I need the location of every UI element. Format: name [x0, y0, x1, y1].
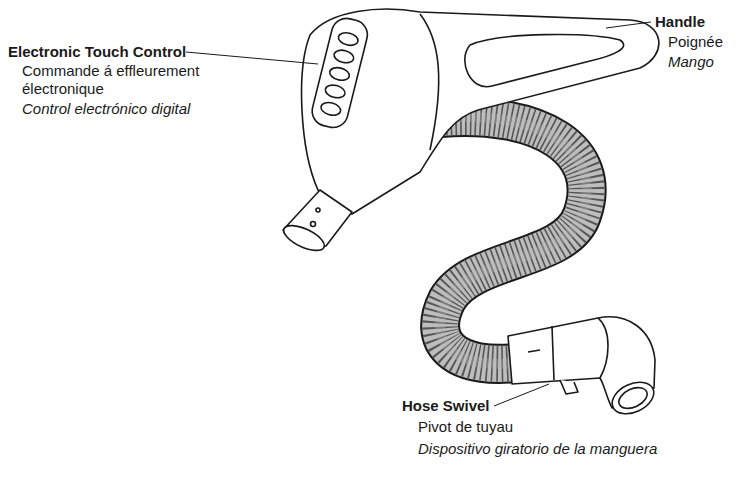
part-label: Electronic Touch Control [8, 43, 186, 61]
part-label: Poignée [668, 33, 723, 51]
part-label: Mango [668, 53, 714, 71]
part-label: Handle [655, 13, 705, 31]
hose-swivel [508, 317, 659, 420]
part-label: Commande á effleurement électronique [22, 62, 237, 98]
leader-line [494, 384, 549, 406]
part-label: Control electrónico digital [22, 100, 190, 118]
leader-line [606, 22, 651, 28]
leader-line [186, 52, 318, 64]
part-label: Pivot de tuyau [418, 418, 513, 436]
part-label: Dispositivo giratorio de la manguera [418, 440, 657, 458]
leader-lines [186, 22, 651, 406]
handle [280, 9, 659, 255]
part-label: Hose Swivel [402, 397, 490, 415]
touch-control-pad [309, 15, 371, 130]
